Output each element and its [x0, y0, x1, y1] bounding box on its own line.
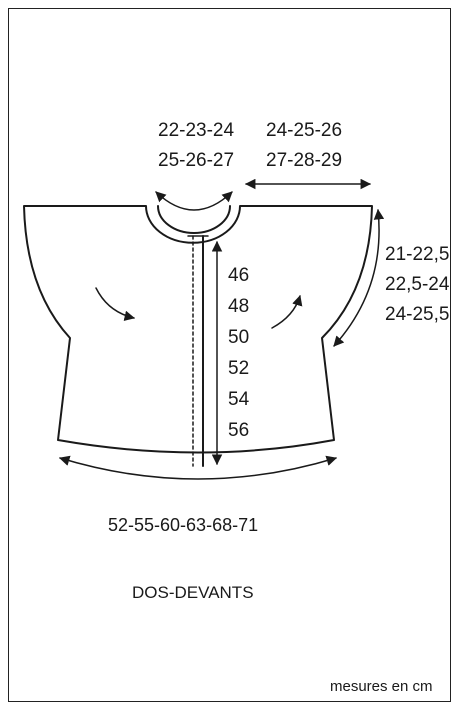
width-size-label: 52-55-60-63-68-71	[108, 515, 259, 535]
neckband-curve	[157, 205, 231, 234]
length-size-line: 52	[228, 358, 250, 379]
hem-width-arrow	[58, 455, 338, 480]
knitting-direction-arrow-right	[271, 294, 303, 329]
length-size-line: 56	[228, 420, 250, 441]
sleeve-size-line: 21-22,5	[385, 244, 450, 265]
sleeve-size-line: 24-25,5	[385, 304, 450, 325]
sleeve-length-arrow	[333, 208, 385, 347]
length-size-line: 54	[228, 389, 250, 410]
shoulder-size-line: 27-28-29	[266, 150, 343, 171]
neck-size-labels: 22-23-24 25-26-27	[158, 116, 234, 176]
diagram-title: DOS-DEVANTS	[132, 583, 254, 602]
length-size-labels: 46 48 50 52 54 56	[228, 260, 249, 446]
shoulder-size-line: 24-25-26	[266, 120, 343, 141]
garment-outline	[23, 205, 373, 454]
knitting-direction-arrow-left	[95, 287, 136, 321]
neck-width-arrow	[155, 191, 233, 211]
units-note: mesures en cm	[330, 678, 433, 695]
length-size-line: 50	[228, 327, 250, 348]
length-size-line: 46	[228, 265, 250, 286]
neck-size-line: 22-23-24	[158, 120, 235, 141]
shoulder-size-labels: 24-25-26 27-28-29	[266, 116, 342, 176]
length-size-line: 48	[228, 296, 250, 317]
neck-size-line: 25-26-27	[158, 150, 235, 171]
sleeve-size-labels: 21-22,5 22,5-24 24-25,5	[369, 240, 449, 330]
sleeve-size-line: 22,5-24	[385, 274, 450, 295]
diagram-frame	[8, 8, 451, 702]
